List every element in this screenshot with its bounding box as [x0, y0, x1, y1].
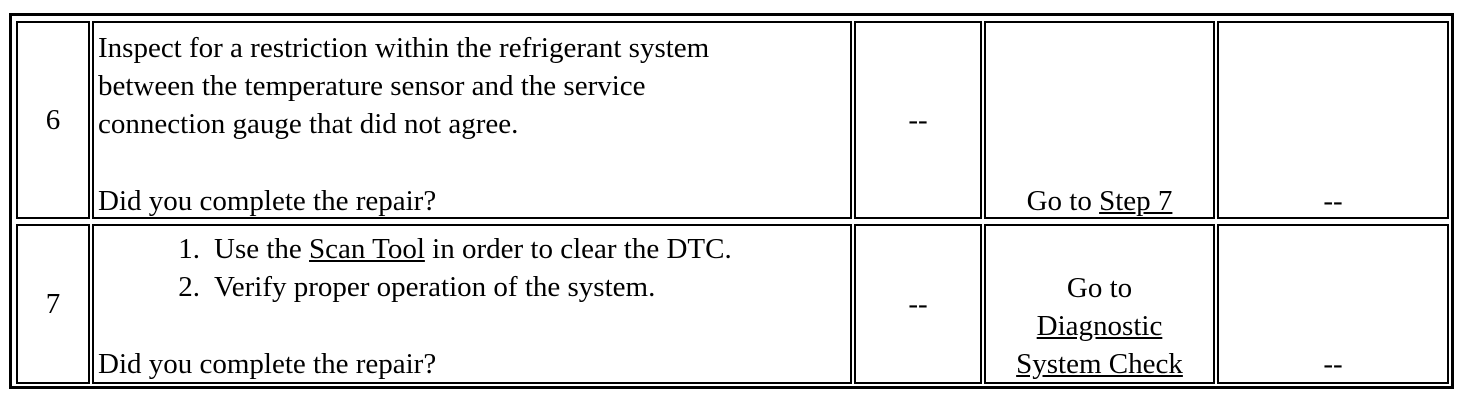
list-number: 1.: [178, 233, 200, 265]
step-number-cell: 6: [16, 21, 90, 219]
go-to-label: Go to: [1026, 185, 1092, 217]
yes-text: Go to Diagnostic System Check: [986, 269, 1213, 383]
question-text: Did you complete the repair?: [98, 185, 437, 217]
step-number: 7: [45, 288, 61, 320]
action-cell: Inspect for a restriction within the ref…: [92, 21, 852, 219]
value-text: --: [908, 288, 928, 320]
action-line: connection gauge that did not agree.: [98, 108, 519, 140]
list-item: 1. Use the Scan Tool in order to clear th…: [156, 230, 732, 268]
value-text: --: [908, 104, 928, 136]
step-number-cell: 7: [16, 224, 90, 384]
value-cell: --: [854, 224, 982, 384]
action-line: between the temperature sensor and the s…: [98, 70, 646, 102]
list-item: 2. Verify proper operation of the system.: [156, 268, 655, 306]
step-number: 6: [45, 104, 61, 136]
value-cell: --: [854, 21, 982, 219]
list-text: Use the: [214, 233, 302, 265]
diagnostic-system-check-link[interactable]: System Check: [1016, 348, 1183, 380]
scan-tool-link[interactable]: Scan Tool: [309, 233, 425, 265]
yes-cell: Go to Diagnostic System Check: [984, 224, 1215, 384]
action-line: Inspect for a restriction within the ref…: [98, 32, 710, 64]
no-text: --: [1323, 185, 1343, 217]
no-cell: --: [1217, 224, 1449, 384]
diagnostic-system-check-link[interactable]: Diagnostic: [1036, 310, 1163, 342]
action-cell: 1. Use the Scan Tool in order to clear th…: [92, 224, 852, 384]
diagnostic-table: 6 Inspect for a restriction within the r…: [9, 13, 1454, 389]
go-to-label: Go to: [1066, 272, 1133, 304]
list-text: Verify proper operation of the system.: [214, 271, 656, 303]
yes-text: Go to Step 7: [986, 182, 1213, 220]
yes-cell: Go to Step 7: [984, 21, 1215, 219]
question-text: Did you complete the repair?: [98, 348, 437, 380]
step-7-link[interactable]: Step 7: [1099, 185, 1173, 217]
no-text: --: [1323, 348, 1343, 380]
list-number: 2.: [178, 271, 200, 303]
no-cell: --: [1217, 21, 1449, 219]
list-text: in order to clear the DTC.: [432, 233, 732, 265]
